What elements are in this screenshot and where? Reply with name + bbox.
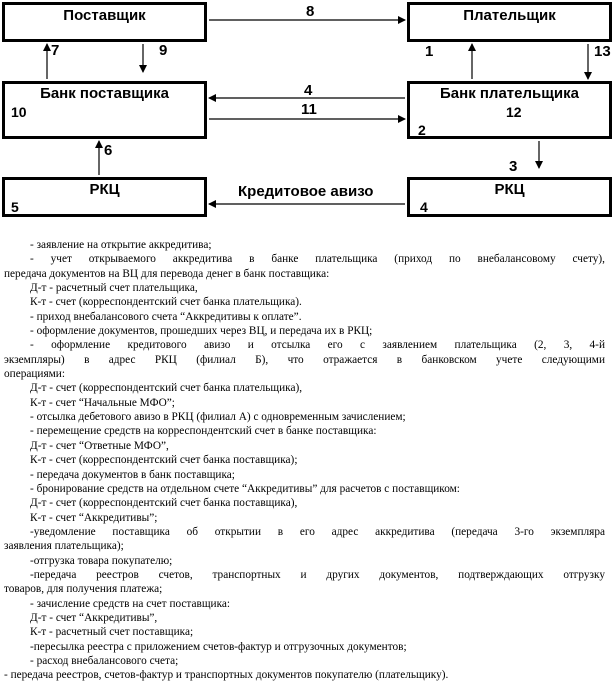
text-line: - передача реестров, счетов-фактур и тра…: [4, 669, 449, 682]
rkc-right-title: РКЦ: [494, 181, 525, 198]
payer-title: Плательщик: [463, 7, 556, 24]
text-line: -пересылка реестра с приложением счетов-…: [30, 640, 407, 653]
label-10: 10: [11, 104, 27, 120]
text-line: К-т - расчетный счет поставщика;: [30, 626, 194, 639]
label-9: 9: [159, 42, 168, 59]
label-8: 8: [306, 3, 315, 20]
rkc-left-title: РКЦ: [89, 181, 120, 198]
text-line: - оформление кредитового авизо и отсылка…: [30, 339, 605, 352]
label-1: 1: [425, 43, 434, 60]
label-2: 2: [418, 122, 426, 138]
text-line: - приход внебалансового счета “Аккредити…: [30, 310, 302, 323]
text-line: Д-т - расчетный счет плательщика,: [30, 282, 198, 295]
label-4-box: 4: [420, 199, 428, 215]
label-12: 12: [506, 104, 522, 120]
text-line: операциями:: [4, 368, 65, 381]
text-line: К-т - счет “Аккредитивы”;: [30, 511, 158, 524]
label-4: 4: [304, 82, 313, 99]
text-line: - зачисление средств на счет поставщика:: [30, 597, 231, 610]
rkc-left-box: РКЦ 5: [2, 177, 207, 217]
supplier-title: Поставщик: [63, 7, 146, 24]
text-line: передача документов на ВЦ для перевода д…: [4, 267, 330, 280]
label-7: 7: [51, 42, 60, 59]
text-line: -передача реестров счетов, транспортных …: [30, 568, 605, 581]
text-line: Д-т - счет (корреспондентский счет банка…: [30, 382, 303, 395]
text-line: - расход внебалансового счета;: [30, 654, 179, 667]
text-line: - заявление на открытие аккредитива;: [30, 239, 212, 251]
text-line: -уведомление поставщика об открытии в ег…: [30, 525, 605, 538]
label-11: 11: [301, 101, 317, 118]
payer-bank-box: Банк плательщика 12 2: [407, 81, 612, 139]
label-5: 5: [11, 199, 19, 215]
text-line: - бронирование средств на отдельном счет…: [30, 482, 460, 495]
text-line: товаров, для получения платежа;: [4, 583, 163, 596]
text-line: - отсылка дебетового авизо в РКЦ (филиал…: [30, 411, 406, 424]
text-line: Д-т - счет “Аккредитивы”,: [30, 611, 158, 624]
text-line: - оформление документов, прошедших через…: [30, 325, 373, 338]
supplier-bank-title: Банк поставщика: [40, 85, 169, 102]
supplier-box: Поставщик: [2, 2, 207, 42]
payer-box: Плательщик: [407, 2, 612, 42]
text-line: К-т - счет (корреспондентский счет банка…: [30, 296, 302, 309]
payer-bank-title: Банк плательщика: [440, 85, 579, 102]
label-13: 13: [594, 43, 611, 60]
text-line: К-т - счет (корреспондентский счет банка…: [30, 454, 298, 467]
text-line: - учет открываемого аккредитива в банке …: [30, 253, 605, 266]
text-line: - передача документов в банк поставщика;: [30, 468, 235, 481]
text-line: заявления плательщика);: [4, 540, 124, 553]
text-line: - перемещение средств на корреспондентск…: [30, 425, 377, 438]
steps-description: - заявление на открытие аккредитива; - у…: [4, 238, 605, 683]
label-3: 3: [509, 158, 518, 175]
rkc-right-box: РКЦ 4: [407, 177, 612, 217]
accreditive-flow-diagram: Поставщик Плательщик Банк поставщика 10 …: [0, 0, 615, 232]
supplier-bank-box: Банк поставщика 10: [2, 81, 207, 139]
label-6: 6: [104, 142, 113, 159]
text-line: Д-т - счет “Ответные МФО”,: [30, 439, 169, 452]
text-line: -отгрузка товара покупателю;: [30, 554, 173, 567]
text-line: экземпляры) в адрес РКЦ (филиал Б), что …: [4, 353, 605, 366]
flow-arrows: [43, 16, 592, 208]
text-line: К-т - счет “Начальные МФО”;: [30, 396, 175, 409]
text-line: Д-т - счет (корреспондентский счет банка…: [30, 497, 298, 510]
credit-avizo-label: Кредитовое авизо: [238, 183, 374, 200]
